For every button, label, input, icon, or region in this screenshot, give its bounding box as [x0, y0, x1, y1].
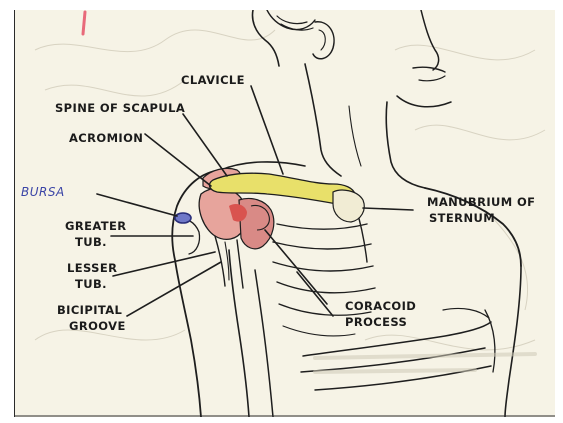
label-manubrium-1: MANUBRIUM OF	[427, 195, 535, 209]
label-greater-tub-2: TUB.	[75, 235, 107, 249]
label-manubrium-2: STERNUM	[429, 211, 495, 225]
label-greater-tub-1: GREATER	[65, 219, 127, 233]
label-coracoid-2: PROCESS	[345, 315, 407, 329]
bicipital-groove-line	[225, 242, 229, 280]
label-lesser-tub-1: LESSER	[67, 261, 117, 275]
label-clavicle: CLAVICLE	[181, 73, 245, 87]
labels: CLAVICLE SPINE OF SCAPULA ACROMION BURSA…	[21, 73, 535, 333]
shoulder-anatomy-diagram: CLAVICLE SPINE OF SCAPULA ACROMION BURSA…	[15, 10, 555, 417]
label-bicipital-1: BICIPITAL	[57, 303, 123, 317]
bleed-through-text	[315, 354, 535, 372]
manubrium-bone	[333, 190, 364, 222]
anatomy-illustration: CLAVICLE SPINE OF SCAPULA ACROMION BURSA…	[14, 10, 555, 417]
label-lesser-tub-2: TUB.	[75, 277, 107, 291]
head-figure	[253, 10, 452, 188]
label-bicipital-2: GROOVE	[69, 319, 126, 333]
label-spine-of-scapula: SPINE OF SCAPULA	[55, 101, 185, 115]
bursa-marker	[175, 213, 191, 223]
red-marker-stroke	[83, 12, 85, 34]
label-bursa: BURSA	[21, 185, 65, 199]
label-acromion: ACROMION	[69, 131, 143, 145]
label-coracoid-1: CORACOID	[345, 299, 416, 313]
